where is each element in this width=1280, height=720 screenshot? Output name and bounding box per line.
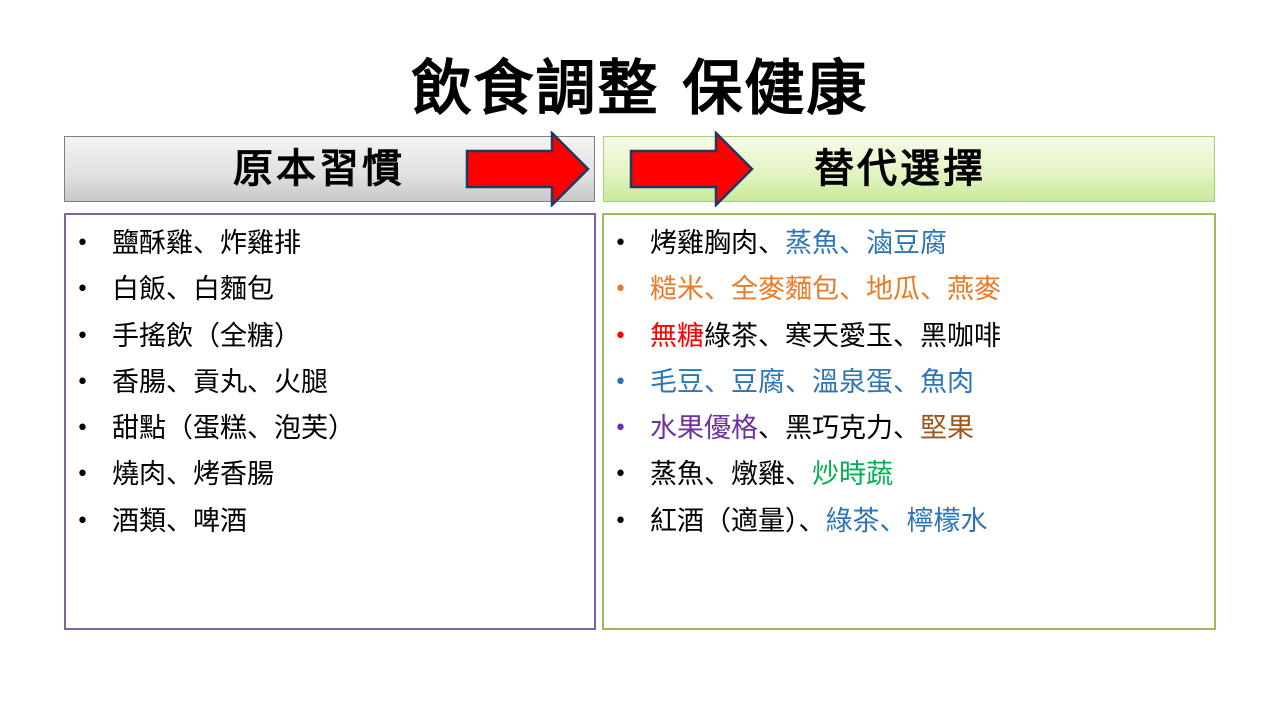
list-item: • 白飯、白麵包: [66, 267, 594, 313]
bullet-icon: •: [614, 323, 627, 349]
list-item-text: 白飯、白麵包: [112, 274, 274, 306]
right-arrow-icon: [629, 131, 754, 207]
list-item-text-segment: 綠茶、檸檬水: [825, 505, 988, 537]
original-habits-list: • 鹽酥雞、炸雞排 • 白飯、白麵包 • 手搖飲（全糖） • 香腸、貢丸、火腿 • 甜點（蛋糕、泡…: [66, 215, 594, 545]
list-item-text-segment: 炒時蔬: [812, 459, 893, 491]
list-item-text-segment: 無糖: [650, 320, 704, 352]
list-item-text: 手搖飲（全糖）: [112, 320, 301, 352]
original-habits-label: 原本習慣: [233, 146, 405, 192]
bullet-icon: •: [76, 323, 89, 349]
list-item-text-segment: 蒸魚、燉雞、: [650, 459, 812, 491]
bullet-icon: •: [76, 508, 89, 534]
list-item-text: 酒類、啤酒: [112, 505, 247, 537]
list-item-text-segment: 堅果: [920, 413, 974, 445]
bullet-icon: •: [76, 462, 89, 488]
alternative-choices-list-box: • 烤雞胸肉、蒸魚、滷豆腐 • 糙米、全麥麵包、地瓜、燕麥 • 無糖綠茶、寒天愛玉、黑咖啡…: [602, 213, 1216, 630]
list-item: • 蒸魚、燉雞、炒時蔬: [604, 452, 1214, 498]
list-item: • 水果優格、黑巧克力、堅果: [604, 406, 1214, 452]
list-item: • 糙米、全麥麵包、地瓜、燕麥: [604, 267, 1214, 313]
list-item-text-segment: 紅酒（適量）、: [650, 505, 826, 537]
list-item-text-segment: 、黑巧克力、: [758, 413, 920, 445]
alternative-choices-list: • 烤雞胸肉、蒸魚、滷豆腐 • 糙米、全麥麵包、地瓜、燕麥 • 無糖綠茶、寒天愛玉、黑咖啡…: [604, 215, 1214, 545]
bullet-icon: •: [614, 369, 627, 395]
list-item-text-segment: 綠茶、寒天愛玉、黑咖啡: [704, 320, 1001, 352]
bullet-icon: •: [614, 231, 627, 256]
list-item-text-segment: 蒸魚、滷豆腐: [785, 228, 947, 259]
list-item: • 甜點（蛋糕、泡芙）: [66, 406, 594, 452]
list-item: • 紅酒（適量）、綠茶、檸檬水: [604, 499, 1214, 545]
original-habits-list-box: • 鹽酥雞、炸雞排 • 白飯、白麵包 • 手搖飲（全糖） • 香腸、貢丸、火腿 • 甜點（蛋糕、泡…: [64, 213, 596, 630]
list-item-text: 鹽酥雞、炸雞排: [112, 228, 301, 259]
bullet-icon: •: [614, 508, 627, 534]
list-item: • 燒肉、烤香腸: [66, 452, 594, 498]
list-item: • 無糖綠茶、寒天愛玉、黑咖啡: [604, 314, 1214, 360]
list-item: • 毛豆、豆腐、溫泉蛋、魚肉: [604, 360, 1214, 406]
bullet-icon: •: [76, 369, 89, 395]
alternative-choices-header: 替代選擇: [603, 136, 1215, 202]
list-item-text-segment: 烤雞胸肉、: [650, 228, 785, 259]
bullet-icon: •: [76, 416, 89, 442]
bullet-icon: •: [614, 416, 627, 442]
list-item: • 酒類、啤酒: [66, 499, 594, 545]
list-item-text: 燒肉、烤香腸: [112, 459, 274, 491]
list-item-text: 甜點（蛋糕、泡芙）: [112, 413, 355, 445]
right-arrow-icon: [465, 131, 590, 207]
list-item-text-segment: 毛豆、豆腐、溫泉蛋、魚肉: [650, 366, 974, 398]
list-item-text-segment: 糙米、全麥麵包、地瓜、燕麥: [650, 274, 1001, 306]
list-item: • 烤雞胸肉、蒸魚、滷豆腐: [604, 221, 1214, 267]
list-item: • 鹽酥雞、炸雞排: [66, 221, 594, 267]
alternative-choices-label: 替代選擇: [814, 146, 986, 192]
bullet-icon: •: [614, 462, 627, 488]
list-item: • 香腸、貢丸、火腿: [66, 360, 594, 406]
bullet-icon: •: [76, 277, 89, 303]
slide-title: 飲食調整 保健康: [411, 54, 869, 124]
list-item: • 手搖飲（全糖）: [66, 314, 594, 360]
list-item-text-segment: 水果優格: [650, 413, 758, 445]
bullet-icon: •: [614, 277, 627, 303]
list-item-text: 香腸、貢丸、火腿: [112, 366, 328, 398]
bullet-icon: •: [76, 231, 89, 256]
